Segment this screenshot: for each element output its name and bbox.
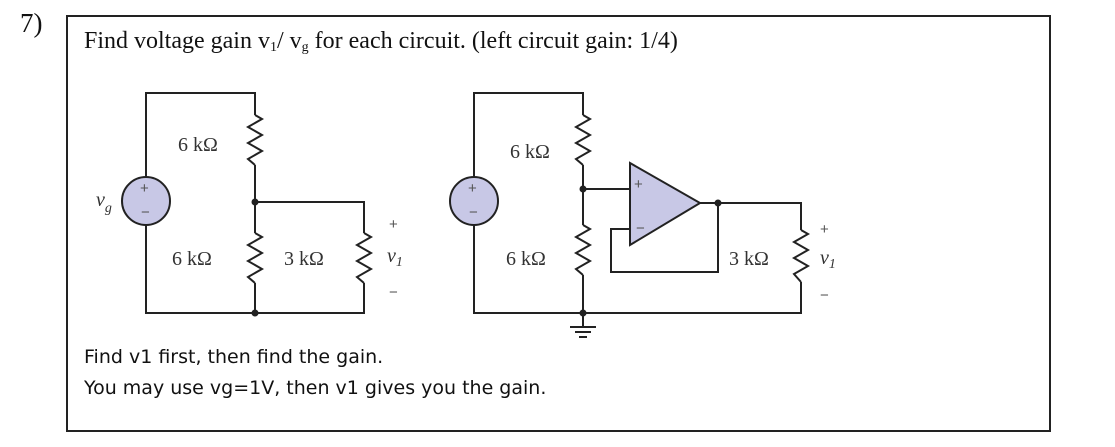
right-voltage-source <box>449 176 499 226</box>
left-resistor-bottom <box>245 232 265 284</box>
right-r-bottom-label: 6 kΩ <box>506 248 546 270</box>
right-r-load-label: 3 kΩ <box>729 248 769 270</box>
right-output-plus: + <box>820 221 829 238</box>
title-sub1: 1 <box>269 40 277 55</box>
right-source-minus: − <box>469 204 478 221</box>
question-number: 7) <box>20 8 43 38</box>
right-resistor-top <box>573 114 593 166</box>
right-wire-top <box>473 92 584 177</box>
left-wire-node-right <box>255 201 365 233</box>
opamp-minus-label: − <box>636 220 645 237</box>
right-output-label: v1 <box>820 247 836 272</box>
question-title: Find voltage gain v1/ vg for each circui… <box>84 28 678 56</box>
title-suffix: for each circuit. (left circuit gain: 1/… <box>308 28 678 54</box>
left-resistor-load <box>354 232 374 284</box>
right-resistor-bottom <box>573 224 593 276</box>
right-wire-bottom <box>473 225 802 314</box>
left-resistor-top <box>245 114 265 166</box>
left-source-plus: + <box>140 180 149 197</box>
question-box <box>66 15 1051 432</box>
left-circuit <box>121 92 374 317</box>
right-source-plus: + <box>468 180 477 197</box>
right-node-output <box>714 199 722 207</box>
right-circuit <box>449 92 811 338</box>
instruction-line-1: Find v1 first, then find the gain. <box>84 346 384 368</box>
left-r-top-label: 6 kΩ <box>178 134 218 156</box>
ground-icon <box>570 326 596 338</box>
left-source-label: vg <box>96 189 112 216</box>
opamp <box>629 161 702 247</box>
left-r-bottom-label: 6 kΩ <box>172 248 212 270</box>
left-wire-top <box>145 92 256 177</box>
right-node-mid <box>579 185 587 193</box>
right-r-top-label: 6 kΩ <box>510 141 550 163</box>
left-r-load-label: 3 kΩ <box>284 248 324 270</box>
opamp-output-wire <box>700 202 802 230</box>
left-source-minus: − <box>141 204 150 221</box>
title-prefix: Find voltage gain v <box>84 28 270 54</box>
title-middle: / v <box>276 28 302 54</box>
right-resistor-load <box>791 229 811 283</box>
left-output-label: v1 <box>387 245 403 270</box>
opamp-plus-label: + <box>634 176 643 193</box>
right-output-minus: − <box>820 287 829 304</box>
left-voltage-source <box>121 176 171 226</box>
opamp-feedback-wire <box>610 203 719 273</box>
left-output-minus: − <box>389 284 398 301</box>
left-node-bottom <box>251 309 259 317</box>
left-output-plus: + <box>389 216 398 233</box>
right-node-bottom <box>579 309 587 317</box>
title-sub2: g <box>301 40 309 55</box>
instruction-line-2: You may use vg=1V, then v1 gives you the… <box>84 377 547 399</box>
left-node-mid <box>251 198 259 206</box>
